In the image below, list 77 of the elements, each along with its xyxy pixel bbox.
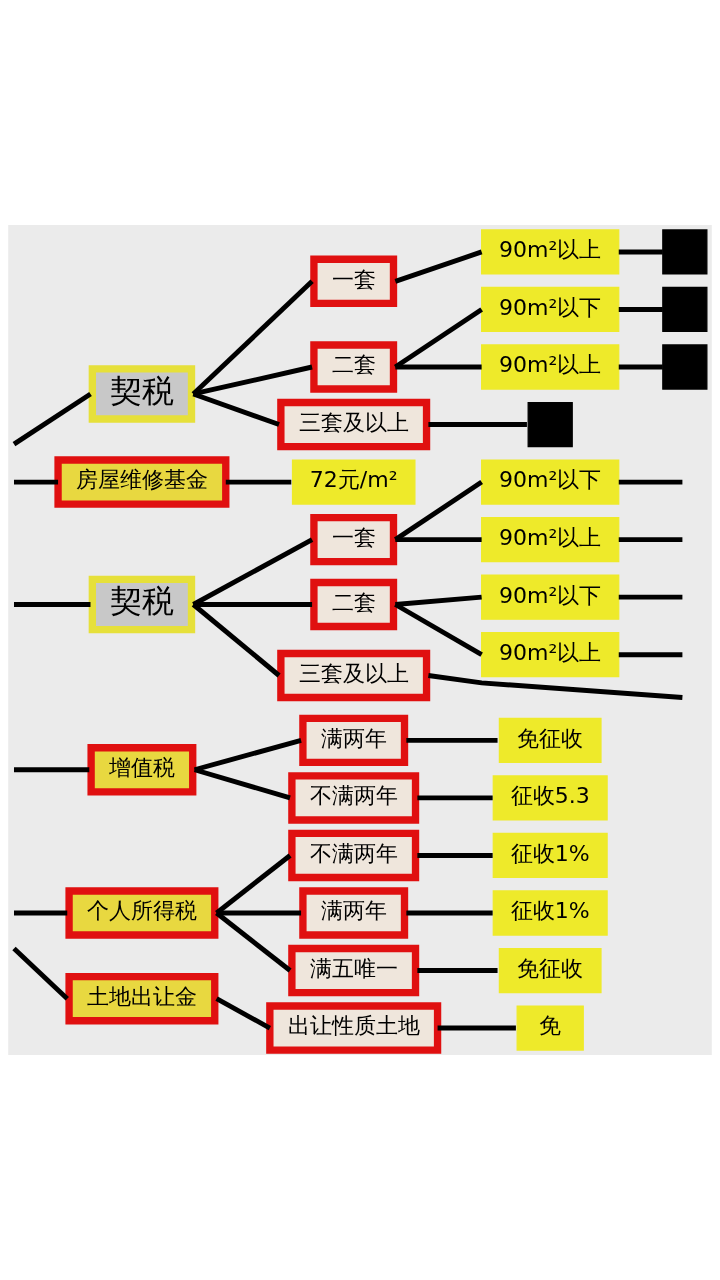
connector bbox=[215, 853, 292, 915]
node-box: 不满两年 bbox=[288, 829, 420, 882]
connector bbox=[618, 652, 683, 658]
connector bbox=[395, 364, 482, 370]
node-box: 征收1% bbox=[492, 890, 608, 936]
node-box: 一套 bbox=[310, 255, 398, 308]
node-box: 72元/m² bbox=[291, 459, 416, 505]
node-box bbox=[662, 229, 708, 275]
node-box bbox=[527, 401, 573, 448]
node-box: 90m²以下 bbox=[481, 286, 620, 333]
connector bbox=[12, 946, 69, 1001]
node-box: 90m²以上 bbox=[481, 229, 620, 275]
node-box: 契税 bbox=[88, 575, 196, 634]
connector bbox=[417, 853, 493, 858]
node-box bbox=[662, 344, 708, 390]
node-box: 免 bbox=[516, 1005, 584, 1051]
node-box: 个人所得税 bbox=[65, 887, 219, 939]
connector bbox=[191, 279, 314, 396]
node-box: 增值税 bbox=[87, 744, 197, 796]
connector bbox=[437, 1025, 516, 1031]
connector bbox=[428, 673, 683, 700]
connector bbox=[395, 594, 482, 607]
connector bbox=[193, 738, 302, 773]
node-box: 征收5.3 bbox=[492, 775, 608, 821]
node-box: 二套 bbox=[310, 341, 398, 393]
connector bbox=[394, 602, 483, 657]
node-box: 90m²以上 bbox=[481, 632, 620, 678]
node-box: 90m²以下 bbox=[481, 459, 620, 505]
node-box: 土地出让金 bbox=[65, 972, 219, 1025]
node-box bbox=[662, 286, 708, 333]
connector bbox=[618, 537, 683, 543]
node-box: 90m²以上 bbox=[481, 344, 620, 390]
connector bbox=[14, 602, 91, 607]
connector bbox=[618, 249, 663, 255]
connector bbox=[14, 910, 68, 916]
node-box: 契税 bbox=[88, 365, 196, 423]
connector bbox=[618, 307, 663, 312]
node-box: 征收1% bbox=[492, 832, 608, 879]
connector bbox=[406, 910, 493, 916]
connector bbox=[618, 364, 663, 370]
connector bbox=[191, 602, 281, 678]
node-box: 出让性质土地 bbox=[266, 1002, 442, 1054]
connector bbox=[193, 767, 291, 801]
connector bbox=[618, 594, 683, 600]
connector bbox=[618, 479, 683, 485]
node-box: 90m²以上 bbox=[481, 516, 620, 563]
connector bbox=[225, 479, 292, 485]
connector bbox=[417, 968, 498, 973]
connector bbox=[14, 479, 59, 485]
node-box: 免征收 bbox=[498, 947, 602, 994]
connector bbox=[193, 602, 313, 607]
connector bbox=[215, 996, 272, 1031]
connector bbox=[192, 391, 280, 427]
connector bbox=[215, 911, 292, 973]
node-box: 90m²以下 bbox=[481, 574, 620, 620]
node-box: 满两年 bbox=[299, 714, 409, 767]
node-box: 三套及以上 bbox=[277, 398, 431, 451]
connector bbox=[192, 537, 314, 607]
node-box: 三套及以上 bbox=[277, 649, 431, 702]
connector bbox=[216, 910, 302, 916]
node-box: 一套 bbox=[310, 513, 398, 566]
node-box: 房屋维修基金 bbox=[54, 456, 230, 508]
node-box: 满两年 bbox=[299, 887, 409, 939]
connector bbox=[394, 249, 483, 284]
connector bbox=[395, 537, 482, 543]
connector bbox=[406, 737, 498, 743]
connector bbox=[12, 391, 92, 447]
node-box: 不满两年 bbox=[288, 772, 420, 824]
node-box: 免征收 bbox=[498, 717, 602, 764]
connector bbox=[393, 307, 483, 370]
connector bbox=[417, 795, 493, 801]
connector bbox=[14, 767, 90, 773]
connector bbox=[192, 364, 313, 397]
node-box: 满五唯一 bbox=[288, 944, 420, 997]
connector bbox=[393, 480, 483, 542]
node-box: 二套 bbox=[310, 578, 398, 631]
connector bbox=[428, 422, 527, 427]
